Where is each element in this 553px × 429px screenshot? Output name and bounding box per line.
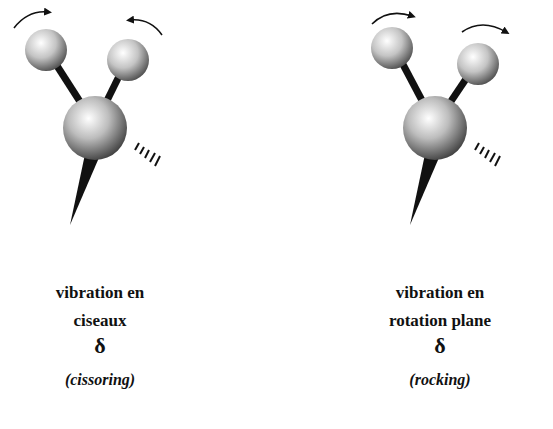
english-term: (rocking) (360, 369, 520, 391)
rocking-molecule (371, 13, 506, 225)
english-term: (cissoring) (20, 369, 180, 391)
delta-symbol: δ (70, 334, 130, 358)
mode-name: vibration en rotation plane (381, 279, 499, 335)
mode-name: vibration en ciseaux (41, 279, 159, 335)
delta-symbol: δ (410, 334, 470, 358)
scissoring-molecule (14, 12, 162, 225)
